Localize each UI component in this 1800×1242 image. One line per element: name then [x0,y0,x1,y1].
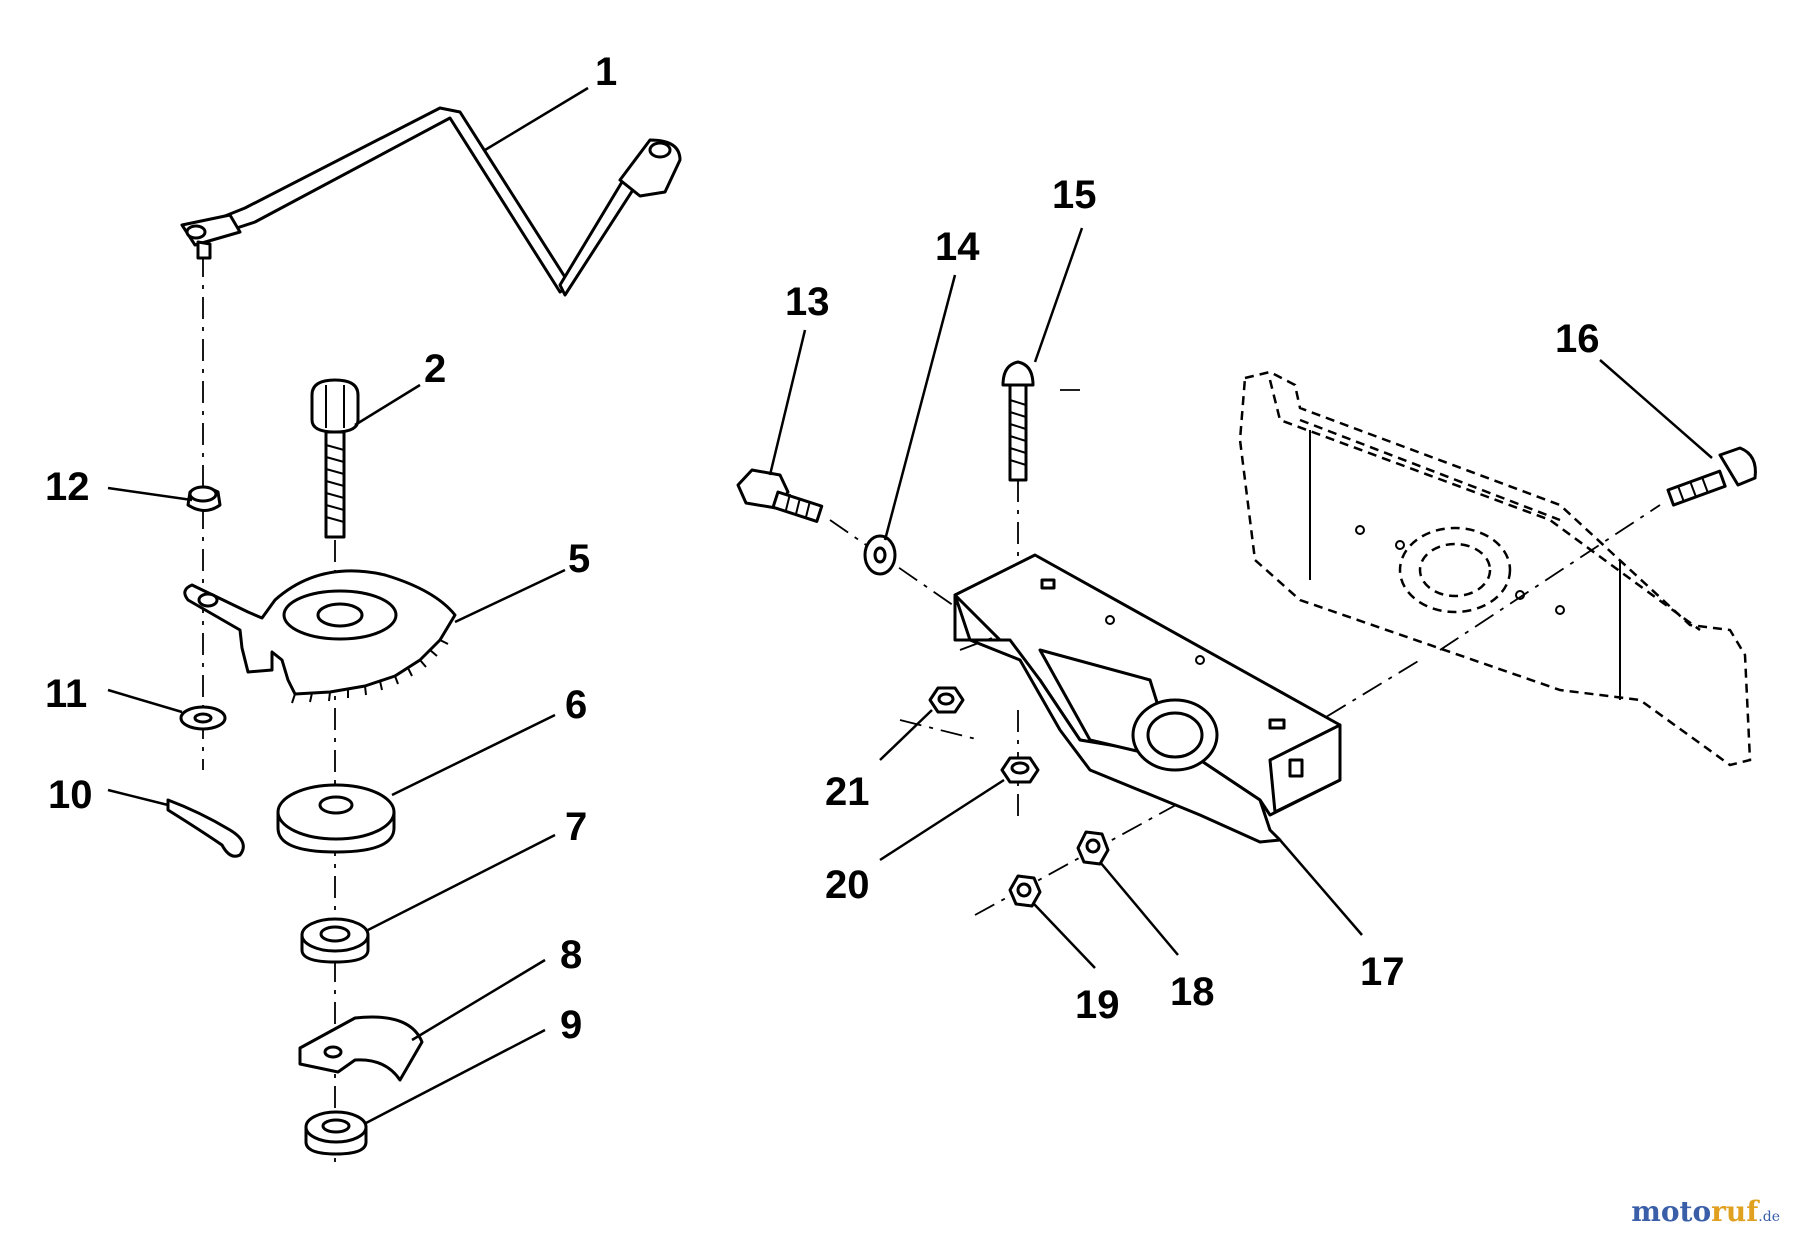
hex-nut-upper [300,917,370,964]
callout-15: 15 [1052,173,1097,217]
callout-12: 12 [45,465,90,509]
callout-21: 21 [825,770,870,814]
callout-17: 17 [1360,950,1405,994]
watermark-part-a: moto [1631,1195,1712,1228]
hex-bolt [310,378,360,539]
small-washer [179,705,227,731]
nut-21 [928,686,965,714]
callout-1: 1 [595,50,617,94]
callout-7: 7 [565,805,587,849]
mower-deck-outline [1238,370,1752,767]
retaining-clip [298,1015,424,1082]
callout-18: 18 [1170,970,1215,1014]
callout-6: 6 [565,683,587,727]
watermark-part-b: ruf [1711,1195,1759,1228]
cotter-pin [166,798,245,858]
callout-20: 20 [825,863,870,907]
deck-bolt [1666,446,1757,507]
hex-bolt-side [736,468,824,523]
nut-18 [1076,830,1110,866]
callout-8: 8 [560,933,582,977]
flange-nut [186,485,222,512]
watermark-part-c: .de [1758,1209,1780,1225]
flat-washer [863,534,897,576]
watermark-logo: motoruf.de [1631,1195,1780,1228]
nut-20 [1000,756,1040,784]
nut-19 [1008,874,1042,908]
callout-labels: 1 2 5 6 7 8 9 10 11 12 13 14 15 16 17 18… [45,50,1600,1047]
mounting-bracket [953,553,1342,844]
carriage-bolt [1001,360,1035,482]
callout-16: 16 [1555,317,1600,361]
sector-gear [183,569,457,704]
hex-nut-lower [304,1110,368,1156]
callout-19: 19 [1075,983,1120,1027]
callout-14: 14 [935,225,980,269]
callout-10: 10 [48,773,93,817]
callout-5: 5 [568,537,590,581]
spring-washer [276,783,396,854]
callout-11: 11 [45,672,87,716]
callout-13: 13 [785,280,830,324]
callout-9: 9 [560,1003,582,1047]
callout-2: 2 [424,347,446,391]
callout-leader-lines [107,86,1713,1125]
control-rod [180,106,682,297]
